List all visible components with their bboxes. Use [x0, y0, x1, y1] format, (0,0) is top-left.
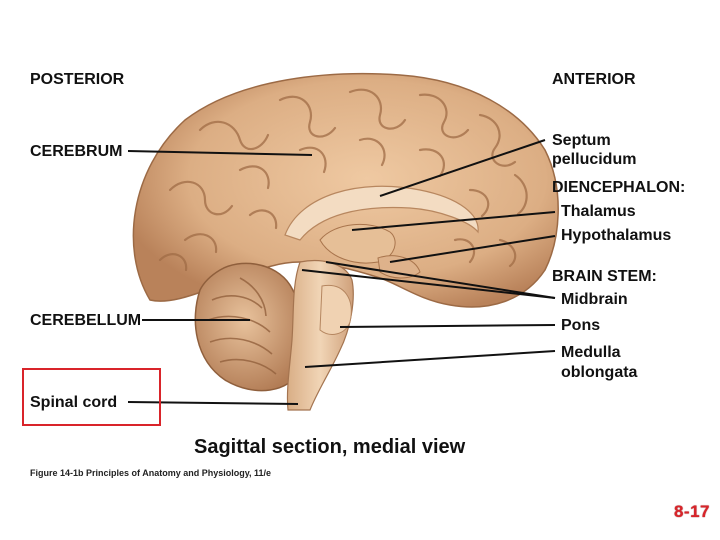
hypothalamus-label: Hypothalamus [561, 227, 672, 244]
cerebrum-label: CEREBRUM [30, 143, 123, 160]
figure-caption: Sagittal section, medial view [194, 436, 466, 458]
leader-line-pons [339, 324, 556, 328]
diencephalon-label: DIENCEPHALON: [552, 179, 686, 196]
pons-label: Pons [561, 317, 601, 334]
leader-line-midbrain-1 [301, 269, 556, 299]
cerebellum-label: CEREBELLUM [30, 312, 142, 329]
brainstem-shape [286, 259, 354, 411]
brain-stem-label: BRAIN STEM: [552, 268, 657, 285]
leader-lines [127, 139, 556, 405]
medulla-label-line2: oblongata [561, 364, 638, 381]
leader-line-medulla [304, 350, 556, 368]
slide-number: 8-17 [673, 502, 710, 521]
thalamus-label: Thalamus [561, 203, 636, 220]
septum-label-line2: pellucidum [552, 151, 637, 168]
gyri-texture [158, 88, 528, 272]
leader-line-cerebrum [127, 150, 313, 156]
pons-bulge [319, 284, 352, 335]
thalamus-shape [319, 223, 396, 264]
spinal-cord-label: Spinal cord [30, 394, 118, 411]
figure-credit: Figure 14-1b Principles of Anatomy and P… [30, 468, 272, 478]
spinal-cord-highlight-box [22, 368, 161, 426]
septum-label-line1: Septum [552, 132, 611, 149]
leader-line-midbrain-2 [325, 261, 556, 299]
leader-line-thalamus [351, 211, 556, 231]
medulla-label-line1: Medulla [561, 344, 621, 361]
anterior-label: ANTERIOR [552, 71, 636, 88]
leader-line-hypothalamus [389, 235, 556, 263]
leader-line-spinal-cord [127, 401, 299, 405]
midbrain-label: Midbrain [561, 291, 628, 308]
folia-texture [207, 277, 277, 375]
leader-line-septum [379, 139, 546, 197]
corpus-callosum-shape [284, 185, 479, 241]
posterior-label: POSTERIOR [30, 71, 125, 88]
